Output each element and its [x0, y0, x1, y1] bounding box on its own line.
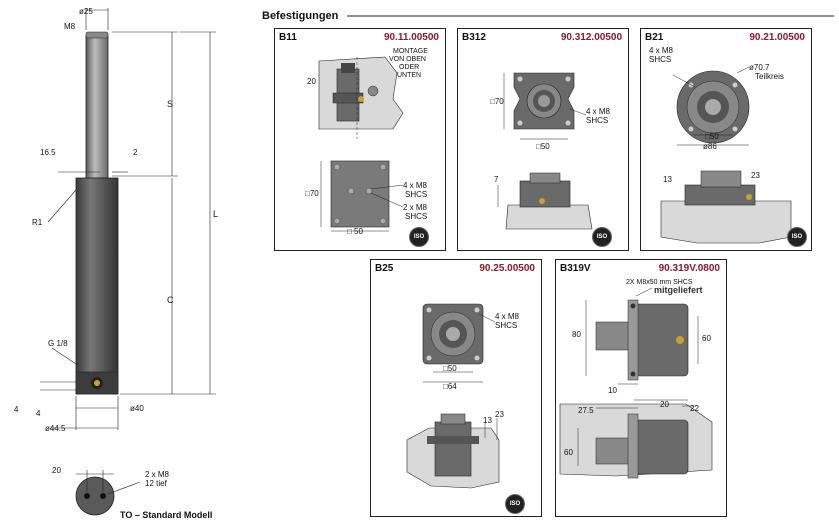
b21-screws-type: SHCS: [649, 55, 672, 64]
b25-screws: 4 x M8: [495, 312, 520, 321]
panel-b25: B25 90.25.00500 4 x M8 SHCS □50 □64 13 2…: [370, 259, 542, 517]
b25-dim-64: □64: [443, 382, 457, 391]
b21-dim-pitch-circle: ø70.7: [749, 63, 770, 72]
panel-b319v-title: B319V: [560, 263, 591, 274]
dim-hole-spacing: 20: [52, 466, 61, 475]
b21-dim-86: ø86: [703, 142, 717, 151]
b11-dim-20: 20: [307, 77, 316, 86]
b25-dim-23: 23: [495, 410, 504, 419]
panel-b319v-code: 90.319V.0800: [658, 263, 720, 274]
b25-iso-badge: ISO: [505, 494, 525, 514]
b312-screws-type: SHCS: [586, 116, 609, 125]
b319v-dim-27-5: 27.5: [578, 406, 594, 415]
b312-dim-70: □70: [490, 97, 504, 106]
dim-stroke: S: [167, 99, 174, 109]
b11-dim-50: □ 50: [347, 227, 363, 236]
b319v-dim-22: 22: [690, 404, 699, 413]
b11-drawing: [318, 56, 404, 232]
b312-iso-badge: ISO: [592, 227, 612, 247]
b25-dim-13: 13: [483, 416, 492, 425]
b11-note-1: MONTAGE: [393, 48, 428, 55]
b319v-supplied: mitgeliefert: [654, 285, 703, 295]
standard-model-caption: TO – Standard Modell: [120, 510, 213, 520]
panel-b312-code: 90.312.00500: [560, 32, 622, 43]
b11-screws-1-type: SHCS: [405, 190, 428, 199]
b312-drawing: [497, 72, 593, 230]
dim-body: C: [167, 295, 174, 305]
gas-spring-drawing: [40, 8, 216, 516]
b21-drawing: [660, 66, 792, 244]
b25-dim-50: □50: [443, 364, 457, 373]
panel-b312-title: B312: [462, 32, 486, 43]
b319v-dim-60-bottom: 60: [564, 448, 573, 457]
b11-dim-70: □70: [305, 189, 319, 198]
dim-thread: M8: [64, 22, 76, 31]
b21-pitch-circle-label: Teilkreis: [755, 72, 784, 81]
b25-drawing: [406, 303, 500, 489]
b11-screws-1: 4 x M8: [403, 181, 428, 190]
b11-screws-2-type: SHCS: [405, 212, 428, 221]
panel-b319v: B319V 90.319V.0800 2X M8x50 mm SHCS mitg…: [555, 259, 727, 517]
panel-b11-title: B11: [279, 32, 297, 43]
b319v-dim-80: 80: [572, 330, 581, 339]
b319v-dim-20: 20: [660, 400, 669, 409]
dim-body-diameter: ø40: [130, 404, 144, 413]
b21-dim-13: 13: [663, 175, 672, 184]
panel-b25-code: 90.25.00500: [479, 263, 535, 274]
b11-screws-2: 2 x M8: [403, 203, 428, 212]
panel-b312: B312 90.312.00500 □70 □50 4 x M8 SHCS 7 …: [457, 28, 629, 251]
b21-screws: 4 x M8: [649, 46, 674, 55]
b319v-dim-10: 10: [608, 386, 617, 395]
dim-flange-diameter: ø44.5: [45, 424, 66, 433]
panel-b11-code: 90.11.00500: [383, 32, 439, 43]
panel-b21-title: B21: [645, 32, 664, 43]
b25-screws-type: SHCS: [495, 321, 518, 330]
b312-screws: 4 x M8: [586, 107, 611, 116]
b21-dim-23: 23: [751, 171, 760, 180]
b312-dim-50: □50: [536, 142, 550, 151]
b21-iso-badge: ISO: [787, 227, 807, 247]
dim-4-right: 4: [36, 409, 41, 418]
dim-radius: R1: [32, 218, 43, 227]
panel-b25-title: B25: [375, 263, 394, 274]
bottom-threads: 2 x M8: [145, 470, 170, 479]
b319v-dim-60-top: 60: [702, 334, 711, 343]
dim-4-left: 4: [14, 405, 19, 414]
dim-2: 2: [133, 148, 138, 157]
b11-iso-badge: ISO: [409, 227, 429, 247]
panel-b11: B11 90.11.00500 MONTAGE VON OBEN ODER UN…: [274, 28, 446, 251]
b319v-screw-note: 2X M8x50 mm SHCS: [626, 279, 693, 286]
dim-rod-diameter: ø25: [79, 7, 93, 16]
dim-port: G 1/8: [48, 339, 68, 348]
b11-note-4: UNTEN: [397, 72, 422, 79]
b11-note-2: VON OBEN: [389, 56, 426, 63]
panel-b21: B21 90.21.00500 4 x M8 SHCS ø70.7 Teilkr…: [640, 28, 812, 251]
b21-dim-50: □50: [705, 132, 719, 141]
b11-note-3: ODER: [399, 64, 420, 71]
b319v-drawing: [559, 287, 713, 479]
section-title: Befestigungen: [262, 10, 339, 22]
b312-dim-7: 7: [494, 175, 499, 184]
dim-16-5: 16.5: [40, 148, 56, 157]
panel-b21-code: 90.21.00500: [749, 32, 805, 43]
dim-length: L: [213, 209, 219, 219]
bottom-depth: 12 tief: [145, 479, 167, 488]
